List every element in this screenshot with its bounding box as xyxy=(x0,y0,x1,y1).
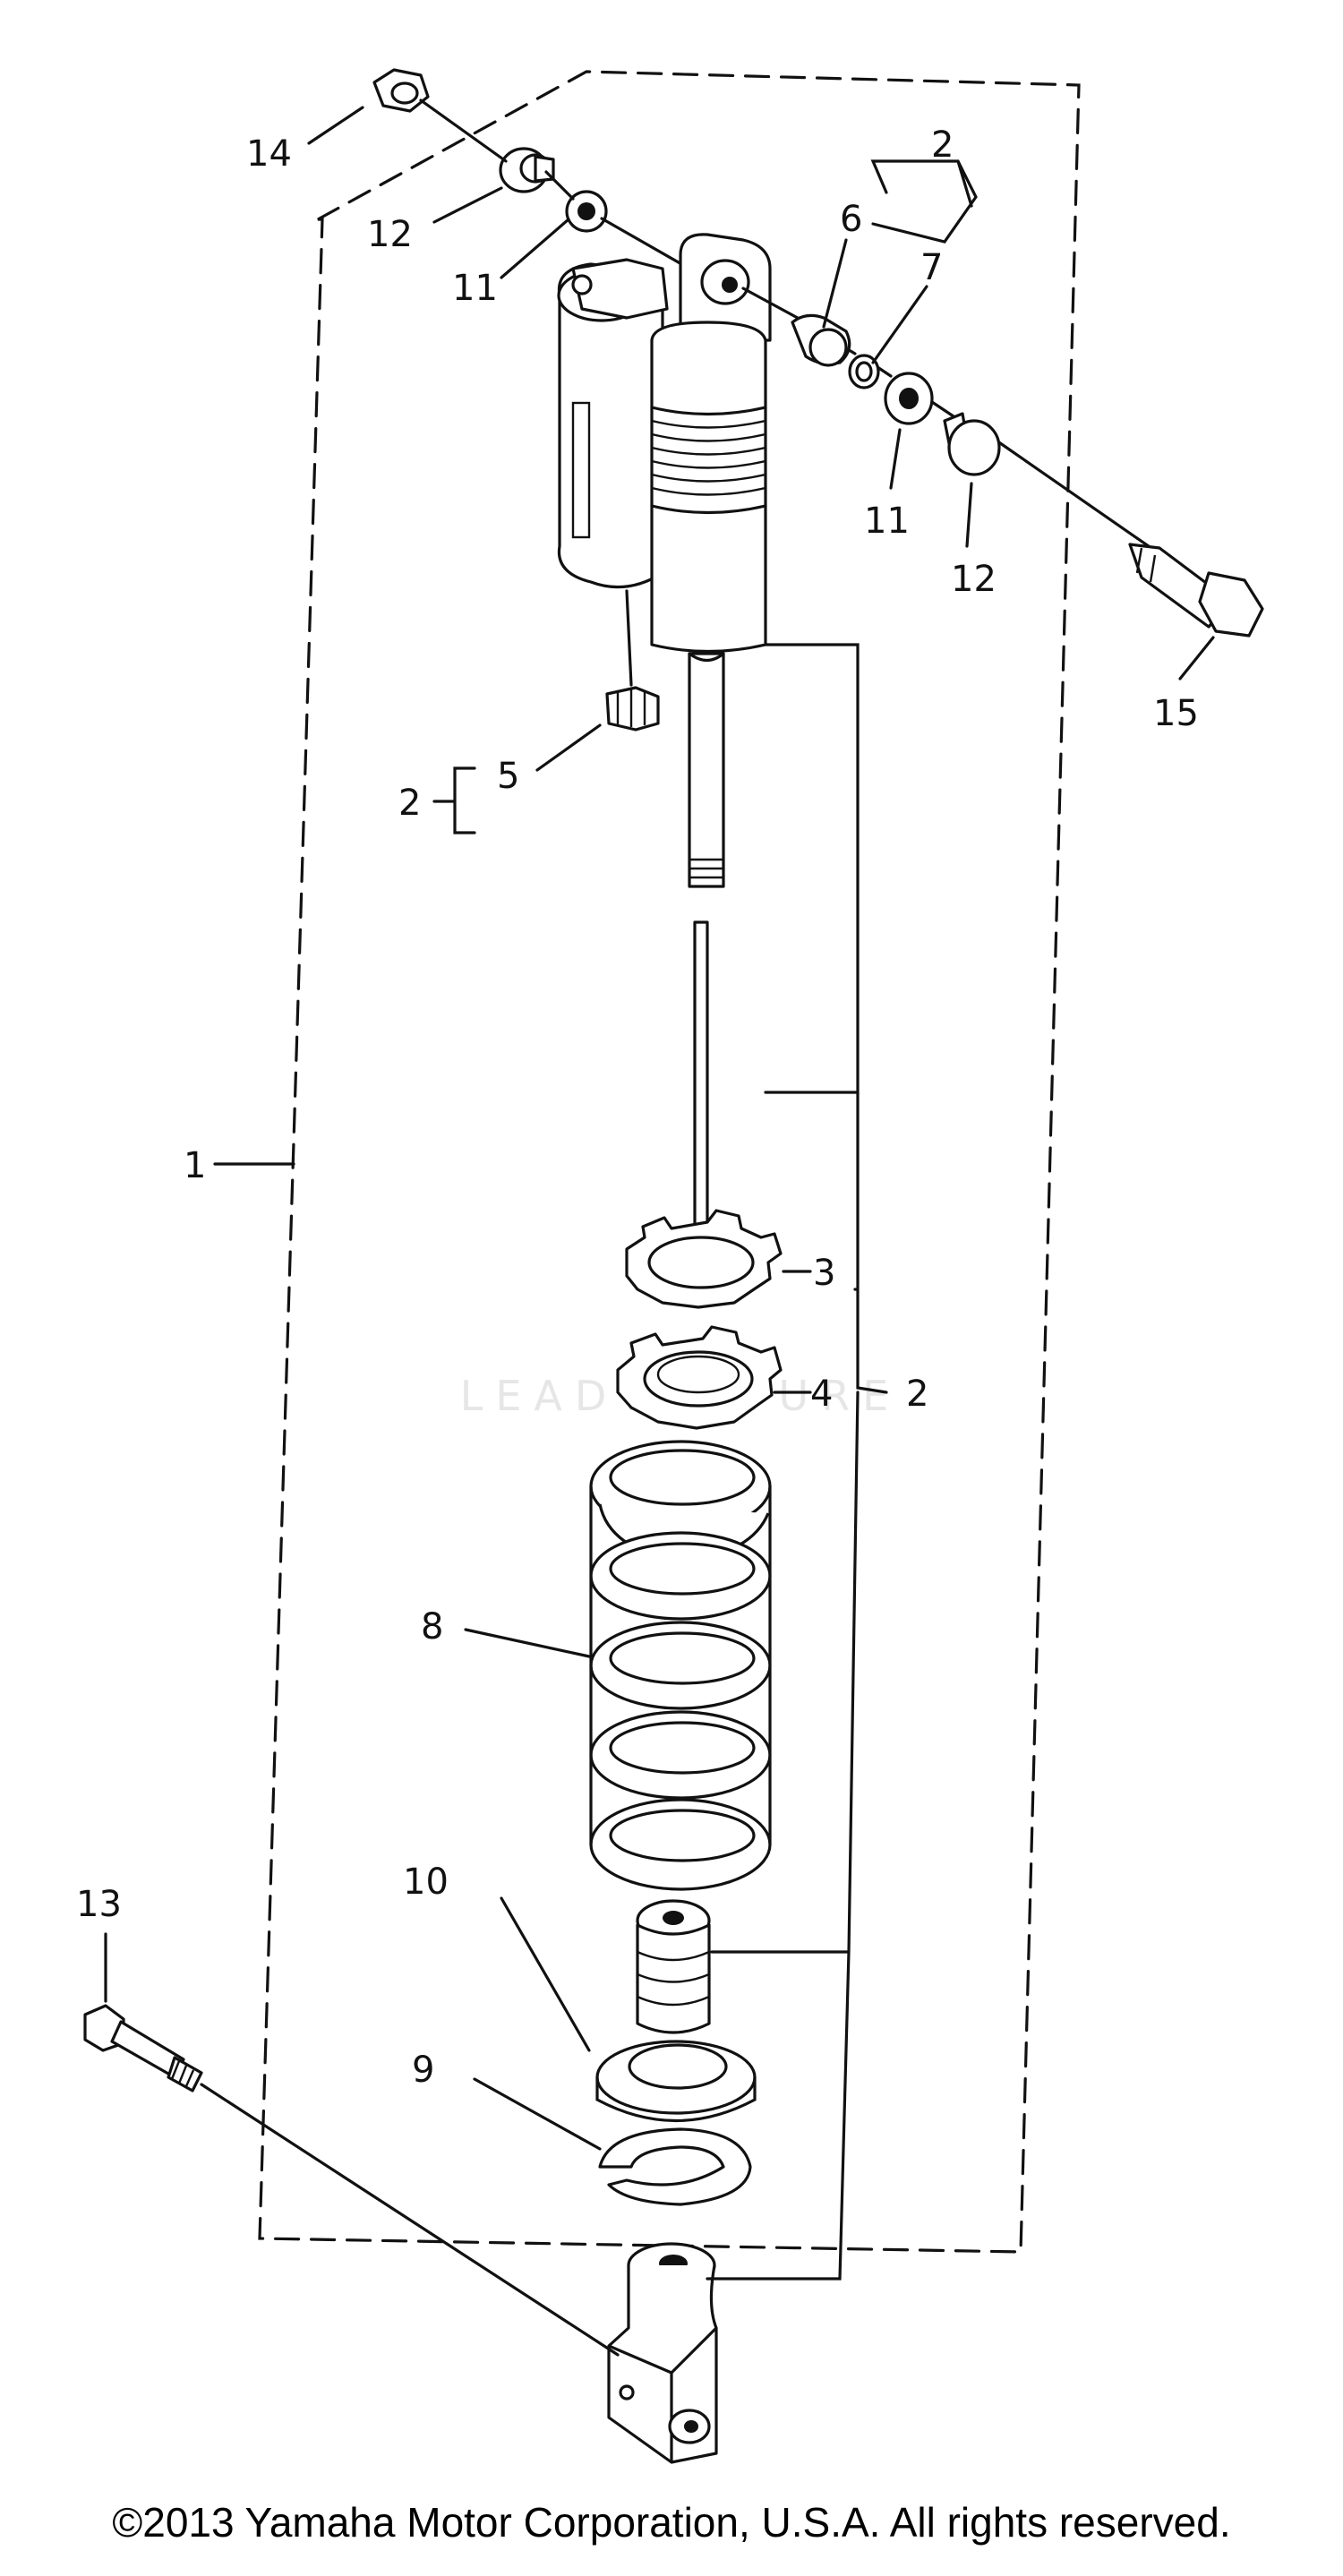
collar-12-right xyxy=(943,412,1001,476)
bushing-11-right xyxy=(884,372,934,425)
callout-11-left: 11 xyxy=(452,268,498,309)
piston-rod-lower xyxy=(693,920,709,1255)
callout-8: 8 xyxy=(421,1606,443,1647)
callout-12-right: 12 xyxy=(951,559,997,600)
circlip-7 xyxy=(848,354,880,389)
bolt-15 xyxy=(1128,543,1264,638)
callout-2-left: 2 xyxy=(398,783,421,824)
bracket-2-left xyxy=(432,766,476,834)
callout-3: 3 xyxy=(813,1253,835,1294)
leader-12-left xyxy=(432,186,503,224)
spring-seat-10 xyxy=(595,2040,757,2123)
callout-5: 5 xyxy=(497,756,519,797)
leader-5 xyxy=(535,723,602,772)
leader-6 xyxy=(822,238,848,329)
nut-5 xyxy=(605,686,660,732)
bracket-2-right xyxy=(706,643,888,2281)
bolt-13 xyxy=(83,2004,203,2092)
assembly-boundary xyxy=(258,70,1081,2254)
coil-spring-8 xyxy=(589,1440,772,1891)
leader-10 xyxy=(500,1896,591,2052)
retainer-9 xyxy=(598,2127,752,2206)
leader-14 xyxy=(307,106,364,145)
callout-4: 4 xyxy=(810,1374,833,1415)
callout-14: 14 xyxy=(246,133,292,175)
callout-7: 7 xyxy=(920,247,943,288)
shock-body xyxy=(557,233,772,888)
ring-nut-4 xyxy=(616,1325,783,1430)
callout-9: 9 xyxy=(412,2050,434,2091)
leader-7 xyxy=(871,285,928,364)
nut-14 xyxy=(372,68,430,113)
callout-12-left: 12 xyxy=(367,214,413,255)
copyright-footer: ©2013 Yamaha Motor Corporation, U.S.A. A… xyxy=(112,2499,1231,2546)
callout-2-right: 2 xyxy=(906,1374,928,1415)
lower-clevis xyxy=(607,2242,718,2464)
ring-nut-3 xyxy=(625,1209,783,1309)
callout-10: 10 xyxy=(403,1861,449,1903)
callout-2-top: 2 xyxy=(931,124,954,166)
lower-bolt-axis xyxy=(200,2083,620,2357)
callout-13: 13 xyxy=(76,1884,122,1925)
leader-11-right xyxy=(889,428,902,490)
leader-9 xyxy=(473,2077,602,2151)
bracket-2-top xyxy=(870,159,978,244)
leader-12-right xyxy=(965,482,973,548)
upper-bolt-axis-left xyxy=(419,98,691,270)
bump-stop xyxy=(636,1899,711,2034)
callout-6: 6 xyxy=(840,199,862,240)
bushing-6 xyxy=(791,313,851,367)
collar-12-left xyxy=(499,147,555,193)
callout-11-right: 11 xyxy=(864,501,910,542)
callout-15: 15 xyxy=(1153,693,1199,734)
callout-1: 1 xyxy=(184,1145,206,1186)
leader-15 xyxy=(1178,636,1215,680)
leader-11-left xyxy=(500,218,570,279)
bushing-11-left xyxy=(565,190,608,233)
leader-8 xyxy=(464,1628,591,1658)
